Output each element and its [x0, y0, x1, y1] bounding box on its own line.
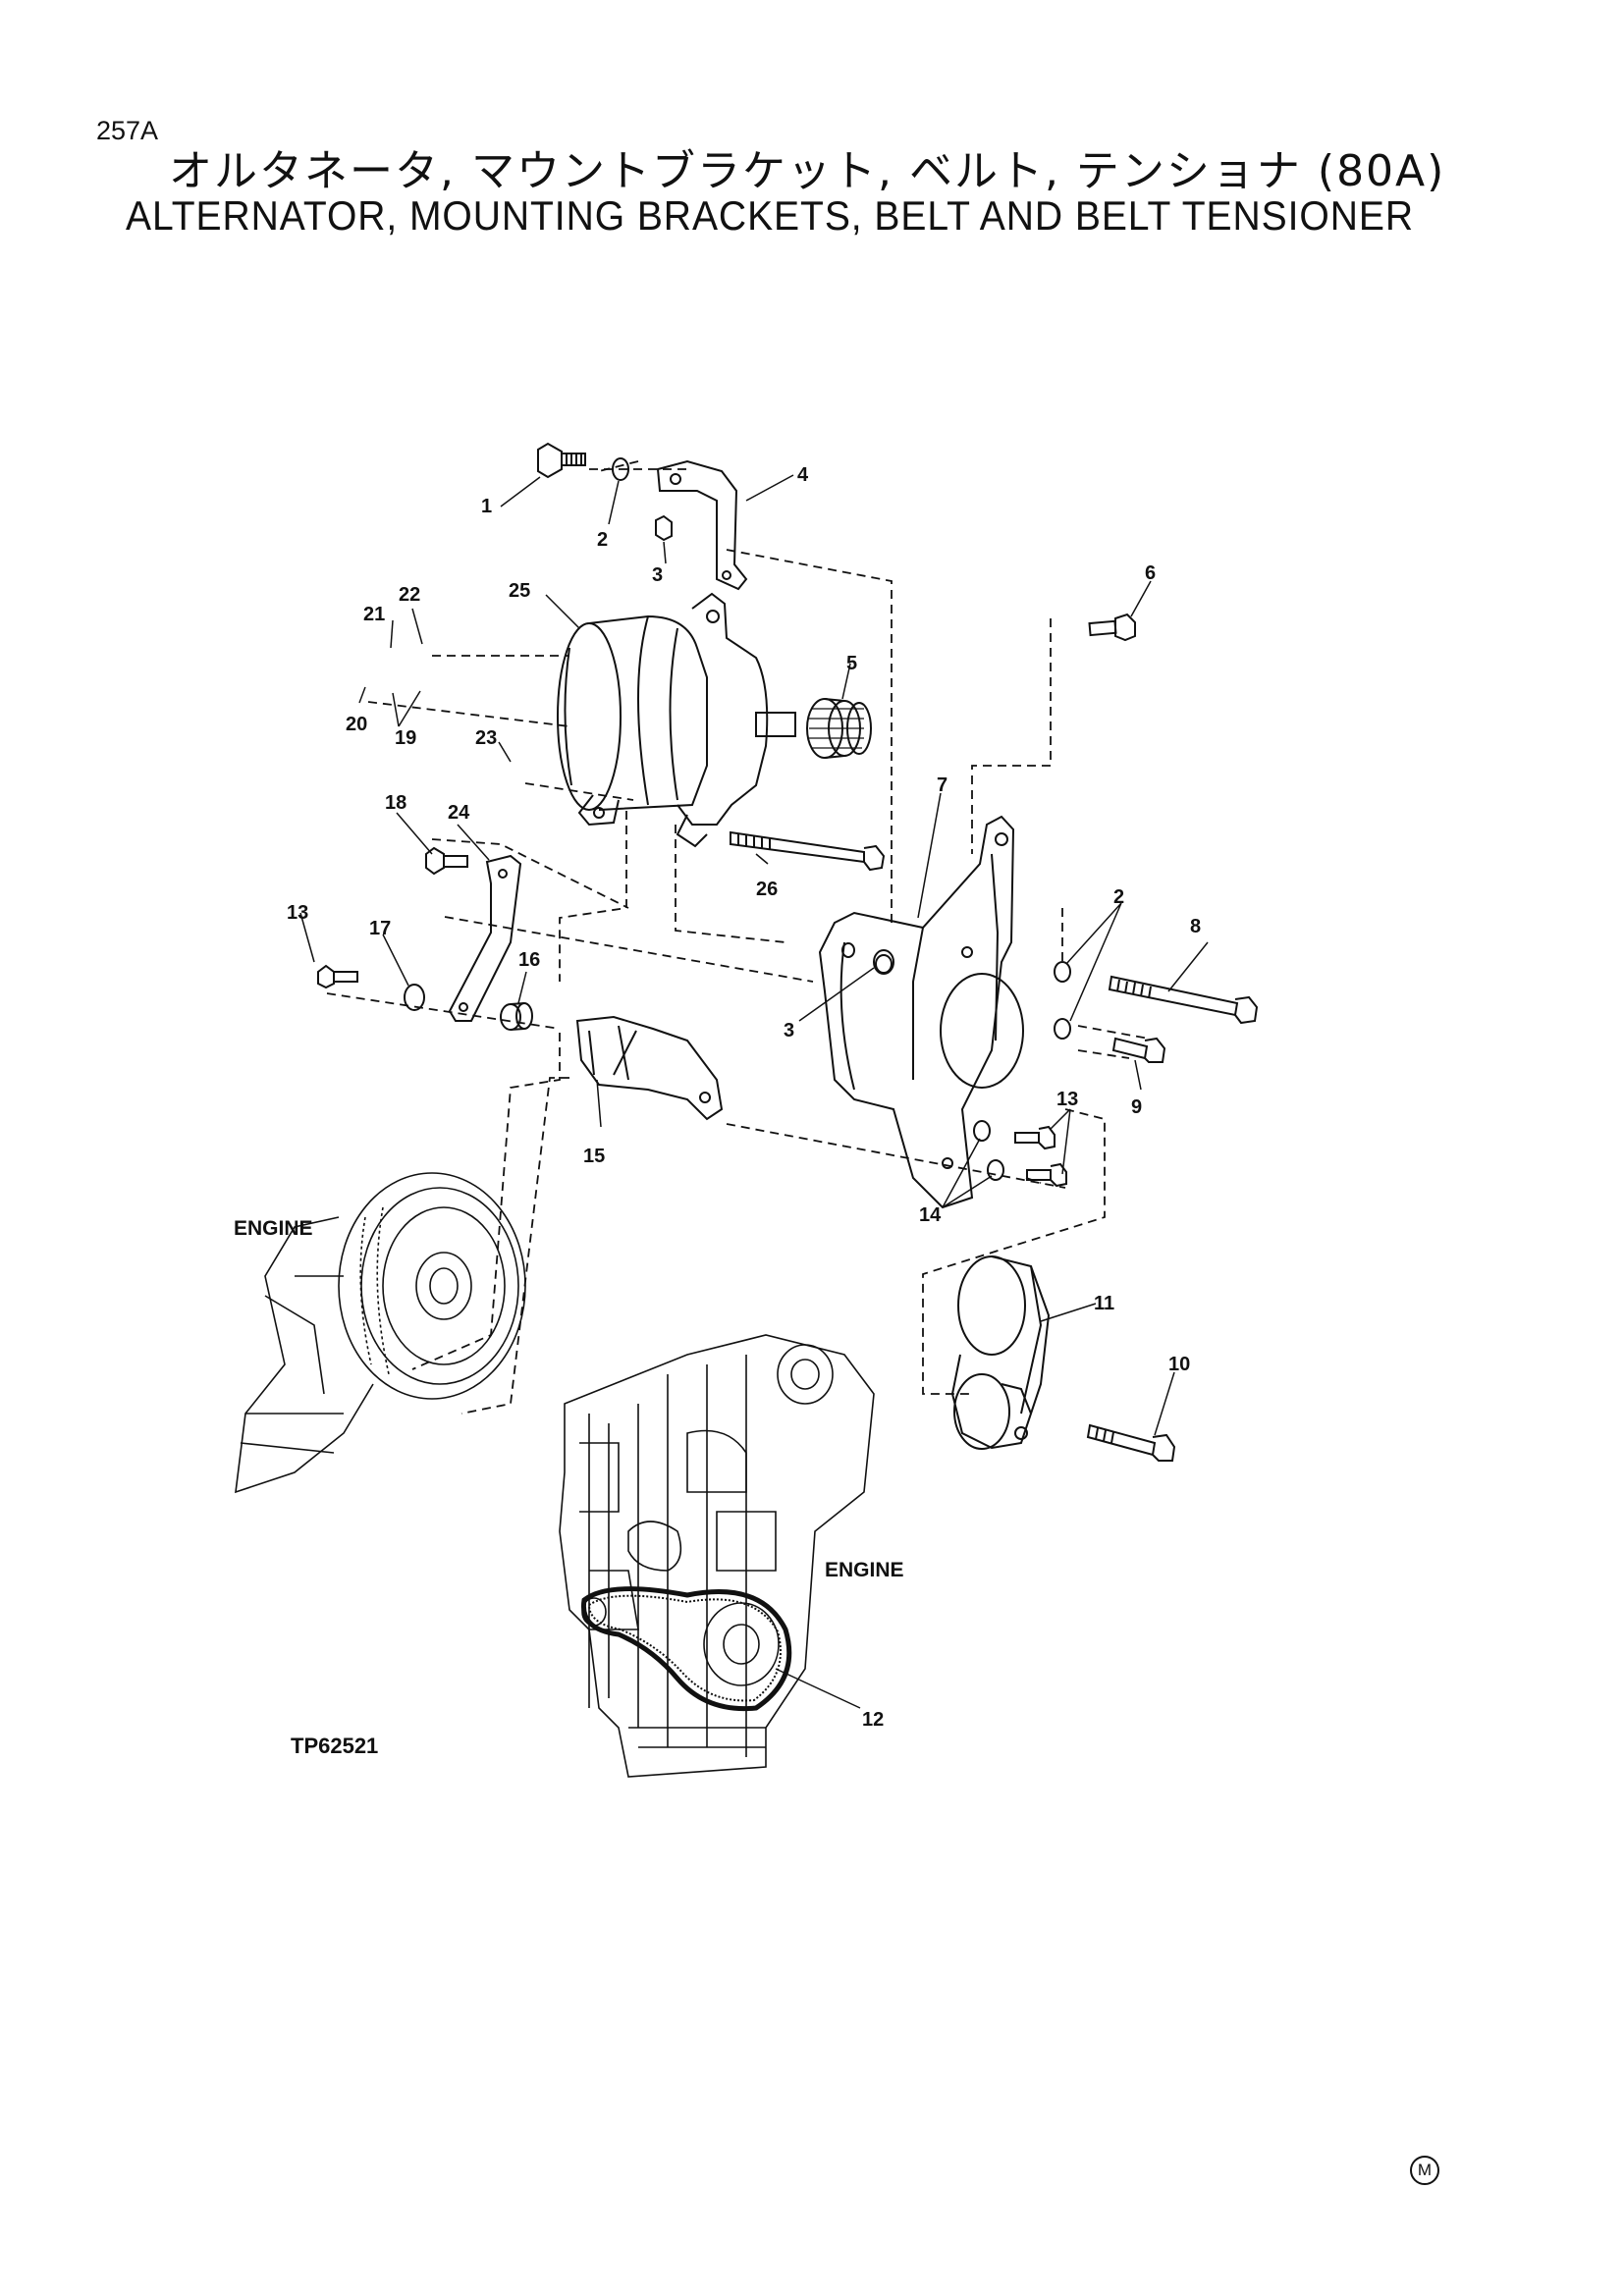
callout-17: 17	[369, 918, 391, 939]
part-2-washer-lower-a	[1054, 961, 1071, 983]
callout-15: 15	[583, 1146, 605, 1167]
callout-5: 5	[846, 653, 857, 674]
part-13-bolts-right	[1014, 1125, 1067, 1188]
part-8-long-bolt	[1108, 975, 1259, 1025]
callout-13-right: 13	[1056, 1089, 1078, 1110]
callout-12: 12	[862, 1709, 884, 1731]
part-24-strap	[448, 854, 522, 1022]
part-13-bolt-left	[317, 964, 358, 989]
callout-4: 4	[797, 464, 809, 486]
part-11-tensioner	[950, 1255, 1051, 1450]
title-english: ALTERNATOR, MOUNTING BRACKETS, BELT AND …	[126, 192, 1414, 239]
callout-leaders	[299, 474, 1209, 1709]
part-1-bolt	[537, 442, 586, 479]
part-2-washer-lower-b	[1054, 1018, 1071, 1040]
callout-22: 22	[399, 584, 420, 606]
callout-3-lower: 3	[784, 1020, 794, 1041]
callout-25: 25	[509, 580, 530, 602]
callout-21: 21	[363, 604, 385, 625]
callout-11: 11	[1094, 1293, 1114, 1314]
footer-mark: M	[1410, 2156, 1439, 2185]
page-number: 257A	[96, 116, 159, 145]
callout-20: 20	[346, 714, 367, 735]
callout-18: 18	[385, 792, 406, 814]
part-14-washer-b	[987, 1159, 1004, 1181]
part-18-bolt	[425, 846, 468, 876]
engine-left-view	[235, 1172, 526, 1494]
callout-19: 19	[395, 727, 416, 749]
part-3-nut-top	[655, 514, 673, 542]
part-6-bolt	[1088, 613, 1136, 642]
part-4-bracket	[656, 459, 748, 591]
callout-14: 14	[919, 1204, 942, 1226]
part-3-nut-lower	[875, 954, 893, 974]
engine-label-right: ENGINE	[825, 1559, 904, 1581]
assembly-guide-lines	[326, 460, 1150, 1415]
callout-13-left: 13	[287, 902, 308, 924]
part-25-alternator	[557, 592, 796, 848]
callout-24: 24	[448, 802, 470, 824]
engine-label-left: ENGINE	[234, 1217, 313, 1240]
callout-16: 16	[518, 949, 540, 971]
part-16-spacer	[500, 1002, 533, 1031]
callout-2-top: 2	[597, 529, 608, 551]
callout-1: 1	[481, 496, 492, 517]
part-7-mounting-bracket	[818, 815, 1024, 1209]
part-15-bracket	[575, 1015, 724, 1121]
callout-23: 23	[475, 727, 497, 749]
part-10-bolt	[1086, 1423, 1176, 1462]
part-12-belt	[580, 1586, 792, 1712]
callout-2-lower: 2	[1113, 886, 1124, 908]
callout-7: 7	[937, 774, 947, 796]
engine-main-view	[559, 1334, 875, 1778]
callout-8: 8	[1190, 916, 1201, 937]
part-26-long-bolt	[730, 830, 886, 872]
callout-9: 9	[1131, 1096, 1142, 1118]
part-5-pulley	[806, 698, 872, 759]
title-japanese: オルタネータ, マウントブラケット, ベルト, テンショナ (80A)	[169, 146, 1446, 196]
part-9-bolt	[1111, 1037, 1166, 1063]
part-2-washer-top	[612, 457, 629, 481]
callout-26: 26	[756, 879, 778, 900]
callout-10: 10	[1168, 1354, 1190, 1375]
callout-3-top: 3	[652, 564, 663, 586]
figure-id: TP62521	[291, 1734, 379, 1758]
part-17-spacer	[404, 984, 425, 1011]
callout-6: 6	[1145, 562, 1156, 584]
part-14-washer-a	[973, 1120, 991, 1142]
